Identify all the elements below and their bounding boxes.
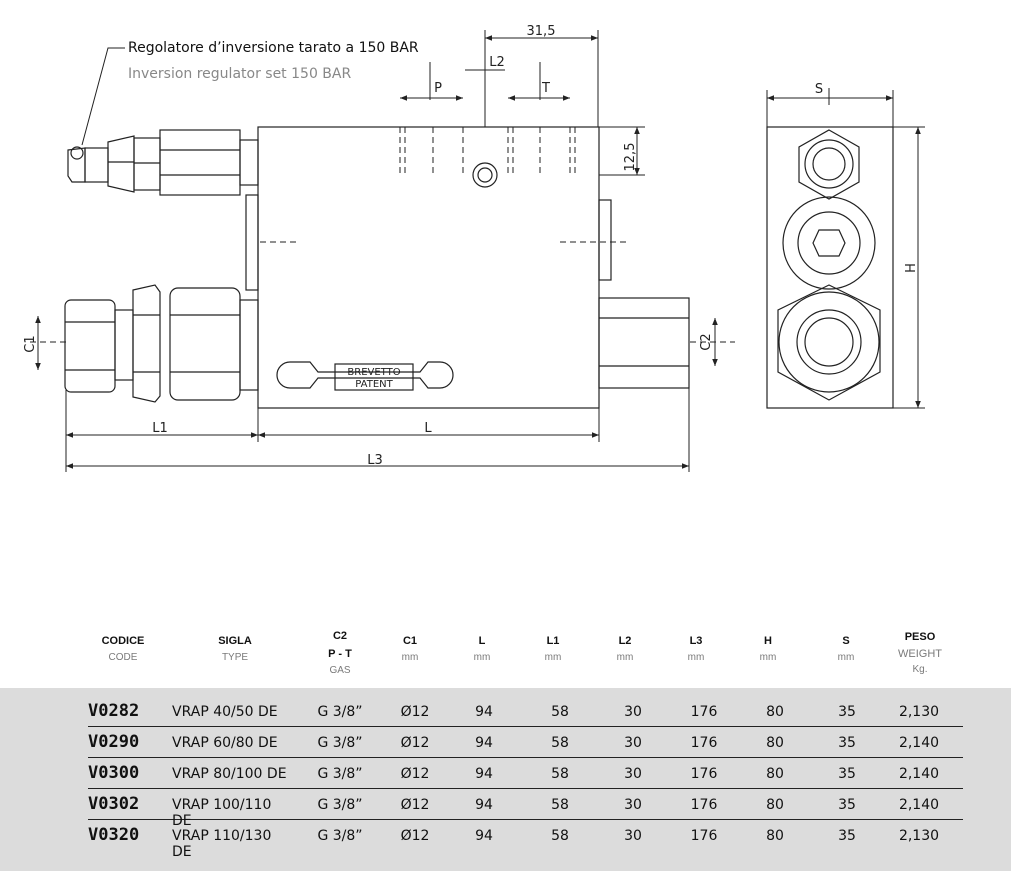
cell-s: 35	[838, 735, 856, 751]
cell-weight: 2,140	[898, 797, 940, 813]
header-l1: L1 mm	[544, 635, 562, 663]
dim-p: P	[434, 81, 442, 96]
cell-type: VRAP 100/110 DE	[172, 797, 272, 829]
cell-c1: Ø12	[400, 828, 430, 844]
cell-l2: 30	[624, 735, 642, 751]
patent-plate	[276, 361, 454, 389]
cell-l3: 176	[690, 766, 718, 782]
cell-c1: Ø12	[400, 735, 430, 751]
cell-l: 94	[475, 766, 493, 782]
cell-h: 80	[766, 797, 784, 813]
plate-line1: BREVETTO	[347, 367, 400, 378]
cell-type: VRAP 110/130 DE	[172, 828, 272, 860]
dim-h: H	[904, 263, 919, 273]
cell-type: VRAP 40/50 DE	[172, 704, 278, 720]
cell-l3: 176	[690, 735, 718, 751]
cell-weight: 2,130	[898, 704, 940, 720]
cell-code: V0282	[88, 701, 140, 721]
cell-c1: Ø12	[400, 766, 430, 782]
cell-type: VRAP 60/80 DE	[172, 735, 278, 751]
dim-l3: L3	[367, 453, 383, 468]
dim-l2: L2	[489, 55, 505, 70]
cell-l2: 30	[624, 828, 642, 844]
dim-c1: C1	[23, 335, 38, 352]
cell-c1: Ø12	[400, 704, 430, 720]
cell-c1: Ø12	[400, 797, 430, 813]
cell-l1: 58	[551, 828, 569, 844]
cell-h: 80	[766, 828, 784, 844]
cell-code: V0320	[88, 825, 140, 845]
technical-drawing: Regolatore d’inversione tarato a 150 BAR…	[23, 24, 925, 472]
cell-weight: 2,140	[898, 735, 940, 751]
cell-c2: G 3/8”	[317, 828, 363, 844]
cell-l1: 58	[551, 766, 569, 782]
cell-s: 35	[838, 704, 856, 720]
header-l: L mm	[473, 635, 491, 663]
table-row: V0320 VRAP 110/130 DE G 3/8” Ø12 94 58 3…	[88, 820, 963, 860]
cell-code: V0302	[88, 794, 140, 814]
cell-h: 80	[766, 766, 784, 782]
cell-s: 35	[838, 766, 856, 782]
cell-l3: 176	[690, 797, 718, 813]
dim-t: T	[541, 81, 550, 96]
table-row: V0282 VRAP 40/50 DE G 3/8” Ø12 94 58 30 …	[88, 696, 963, 727]
cell-s: 35	[838, 828, 856, 844]
cell-code: V0300	[88, 763, 140, 783]
cell-s: 35	[838, 797, 856, 813]
regulator-label-en: Inversion regulator set 150 BAR	[128, 66, 351, 82]
header-c2: C2 P - T GAS	[328, 630, 352, 676]
cell-c2: G 3/8”	[317, 735, 363, 751]
header-weight: PESO WEIGHT Kg.	[898, 631, 942, 675]
cell-c2: G 3/8”	[317, 797, 363, 813]
side-view	[766, 126, 894, 409]
cell-l3: 176	[690, 828, 718, 844]
header-s: S mm	[837, 635, 855, 663]
regulator-label-it: Regolatore d’inversione tarato a 150 BAR	[128, 40, 419, 56]
dim-c2: C2	[699, 333, 714, 350]
valve-body	[257, 126, 600, 409]
regulator-nut	[159, 129, 241, 196]
plate-line2: PATENT	[355, 379, 393, 390]
dim-s: S	[815, 82, 823, 97]
header-l2: L2 mm	[616, 635, 634, 663]
table-row: V0300 VRAP 80/100 DE G 3/8” Ø12 94 58 30…	[88, 758, 963, 789]
dim-l: L	[424, 421, 432, 436]
cell-l: 94	[475, 828, 493, 844]
cell-l2: 30	[624, 704, 642, 720]
cell-c2: G 3/8”	[317, 766, 363, 782]
cell-weight: 2,130	[898, 828, 940, 844]
header-h: H mm	[759, 635, 777, 663]
cell-h: 80	[766, 704, 784, 720]
header-type: SIGLA TYPE	[218, 635, 252, 663]
cell-l3: 176	[690, 704, 718, 720]
dim-31-5: 31,5	[527, 24, 556, 39]
table-row: V0290 VRAP 60/80 DE G 3/8” Ø12 94 58 30 …	[88, 727, 963, 758]
cell-l1: 58	[551, 704, 569, 720]
cell-weight: 2,140	[898, 766, 940, 782]
cell-l: 94	[475, 704, 493, 720]
dim-12-5: 12,5	[623, 143, 638, 172]
header-c1: C1 mm	[401, 635, 419, 663]
cell-l1: 58	[551, 797, 569, 813]
header-code: CODICE CODE	[101, 635, 145, 663]
cell-l2: 30	[624, 797, 642, 813]
cell-l2: 30	[624, 766, 642, 782]
table-band	[0, 688, 1011, 871]
cell-l: 94	[475, 735, 493, 751]
cell-l: 94	[475, 797, 493, 813]
table-row: V0302 VRAP 100/110 DE G 3/8” Ø12 94 58 3…	[88, 789, 963, 829]
cell-h: 80	[766, 735, 784, 751]
header-l3: L3 mm	[687, 635, 705, 663]
dim-l1: L1	[152, 421, 168, 436]
cell-code: V0290	[88, 732, 140, 752]
cell-l1: 58	[551, 735, 569, 751]
cell-c2: G 3/8”	[317, 704, 363, 720]
cell-type: VRAP 80/100 DE	[172, 766, 287, 782]
